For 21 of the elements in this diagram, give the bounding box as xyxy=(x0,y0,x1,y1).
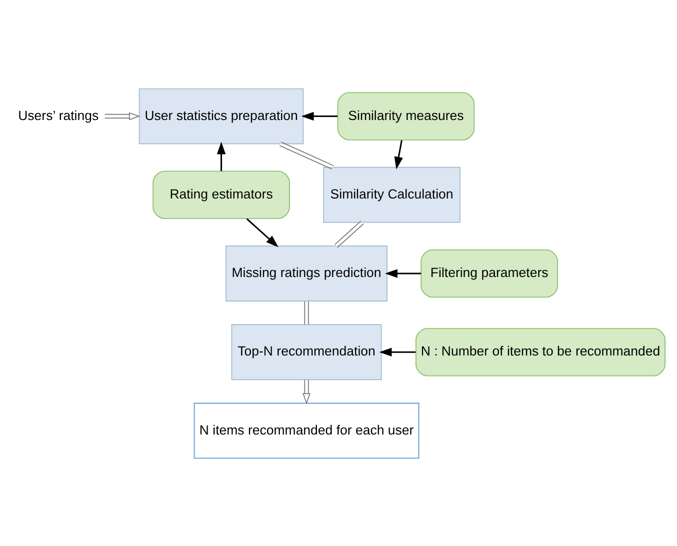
arrow xyxy=(379,347,416,356)
node-box: Filtering parameters xyxy=(420,248,558,298)
node-box: Top-N recommendation xyxy=(231,324,382,380)
arrow xyxy=(104,112,140,120)
connector xyxy=(279,141,334,170)
connector xyxy=(304,300,309,324)
arrow xyxy=(394,140,403,169)
node-box: N items recommanded for each user xyxy=(194,402,420,458)
node-box: Similarity measures xyxy=(337,92,475,140)
node-box: Similarity Calculation xyxy=(323,166,460,222)
arrow xyxy=(384,268,422,278)
arrow xyxy=(302,378,311,404)
arrow xyxy=(301,111,338,120)
node-box: User statistics preparation xyxy=(138,88,304,144)
node-box: N : Number of items to be recommanded xyxy=(415,327,666,376)
node-box: Rating estimators xyxy=(152,170,290,219)
arrow xyxy=(216,141,226,171)
node-text: Users’ ratings xyxy=(18,107,99,122)
arrow xyxy=(246,218,278,247)
node-box: Missing ratings prediction xyxy=(226,245,388,301)
connector xyxy=(334,220,364,248)
